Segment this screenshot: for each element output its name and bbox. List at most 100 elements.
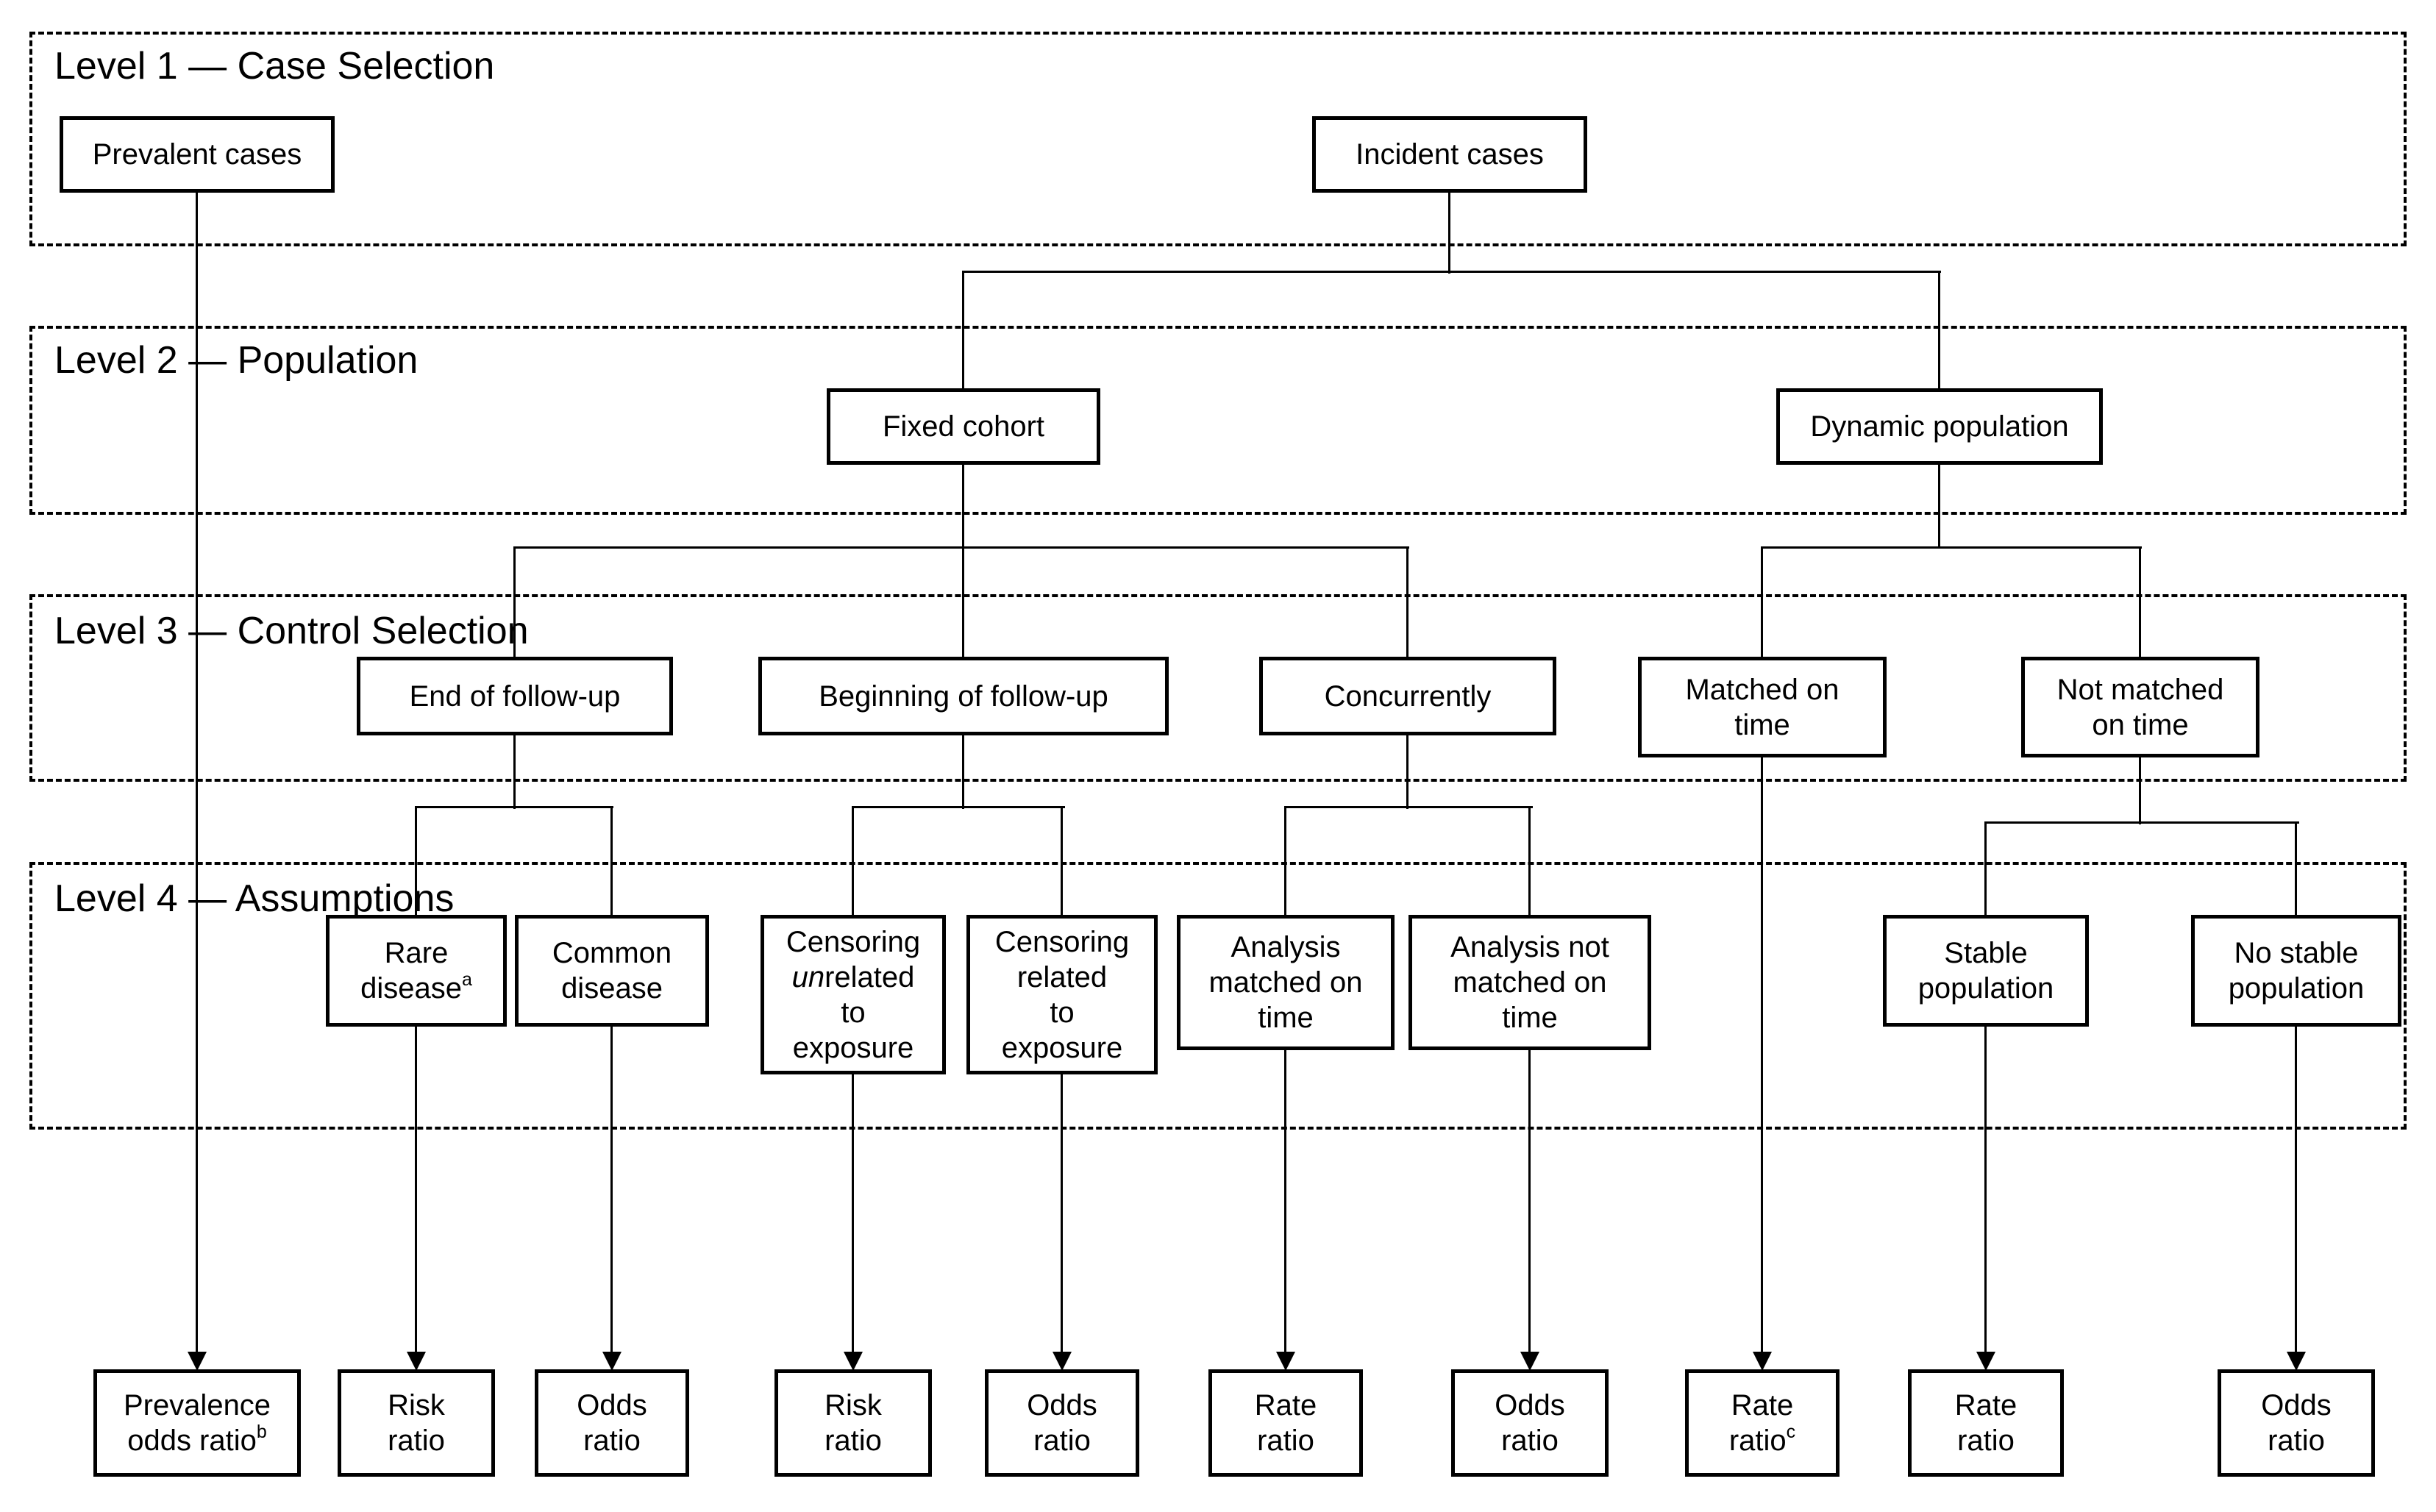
node-dynamic-population: Dynamic population: [1776, 388, 2103, 465]
superscript-b: b: [256, 1422, 267, 1442]
level1-region: [29, 32, 2407, 246]
node-label: Beginning of follow-up: [819, 680, 1108, 713]
connector-to-censoring-unrelated: [852, 807, 854, 915]
node-label: Risk: [825, 1389, 882, 1422]
node-analysis-matched: Analysis matched on time: [1177, 915, 1395, 1050]
node-label: ratio: [2268, 1424, 2325, 1457]
connector-to-no-stable-population: [2295, 823, 2297, 915]
node-label: Odds: [2261, 1389, 2332, 1422]
arrow-down-icon: [1753, 1352, 1772, 1371]
connector-to-common-disease: [610, 807, 613, 915]
arrow-down-icon: [188, 1352, 207, 1371]
connector-to-stable-population: [1984, 823, 1987, 915]
node-label: Censoring: [994, 925, 1130, 958]
connector-analysis-not-matched-to-result: [1528, 1050, 1531, 1353]
node-censoring-unrelated: Censoring unrelated to exposure: [761, 915, 946, 1074]
node-censoring-related: Censoring related to exposure: [966, 915, 1158, 1074]
node-label: Rate: [1731, 1389, 1794, 1422]
node-matched-on-time: Matched on time: [1638, 657, 1887, 757]
superscript-c: c: [1786, 1422, 1796, 1442]
node-label-text: related: [825, 960, 915, 994]
node-label: Fixed cohort: [882, 410, 1045, 443]
branch-fixed-cohort: [513, 546, 1409, 549]
node-label: to: [1050, 996, 1075, 1029]
node-label: ratio: [1257, 1424, 1314, 1457]
italic-prefix: un: [791, 960, 825, 994]
node-label: Rare: [384, 937, 449, 969]
node-rare-disease: Rare diseasea: [326, 915, 507, 1027]
node-label: Dynamic population: [1810, 410, 2069, 443]
connector-concurrently-down: [1406, 735, 1408, 809]
node-label: odds ratiob: [127, 1423, 267, 1458]
node-label: Incident cases: [1356, 138, 1544, 171]
connector-to-end-followup: [513, 548, 516, 657]
bracket-not-matched: [1984, 821, 2299, 824]
node-label: to: [841, 996, 866, 1029]
connector-no-stable-to-result: [2295, 1027, 2297, 1353]
connector-to-analysis-not-matched: [1528, 807, 1531, 915]
bracket-beginning-followup: [852, 806, 1065, 808]
connector-analysis-matched-to-result: [1284, 1050, 1286, 1353]
level4-region: [29, 862, 2407, 1130]
level2-region: [29, 326, 2407, 515]
node-label: population: [2228, 972, 2365, 1005]
node-end-of-followup: End of follow-up: [357, 657, 673, 735]
result-prevalence-odds-ratio: Prevalence odds ratiob: [93, 1369, 301, 1477]
result-rate-ratio: Rate ratio: [1908, 1369, 2064, 1477]
node-label: time: [1734, 708, 1790, 741]
node-label: Odds: [1027, 1389, 1097, 1422]
connector-to-matched: [1761, 548, 1763, 657]
connector-stable-to-result: [1984, 1027, 1987, 1353]
node-label: Rate: [1954, 1389, 2017, 1422]
result-odds-ratio: Odds ratio: [985, 1369, 1139, 1477]
connector-to-concurrently: [1406, 548, 1408, 657]
connector-to-dynamic-population: [1938, 272, 1940, 388]
connector-beginning-down: [962, 735, 964, 809]
node-label-text: ratio: [1728, 1424, 1787, 1457]
node-analysis-not-matched: Analysis not matched on time: [1408, 915, 1651, 1050]
node-label: ratio: [1033, 1424, 1091, 1457]
node-label: Not matched: [2056, 673, 2224, 706]
level2-label: Level 2 — Population: [54, 339, 419, 382]
connector-to-fixed-cohort: [962, 272, 964, 388]
result-odds-ratio: Odds ratio: [535, 1369, 689, 1477]
node-label: End of follow-up: [409, 680, 621, 713]
node-beginning-of-followup: Beginning of follow-up: [758, 657, 1169, 735]
node-label: Prevalent cases: [92, 138, 302, 171]
connector-matched-to-result: [1761, 757, 1763, 1353]
node-common-disease: Common disease: [515, 915, 709, 1027]
level3-label: Level 3 — Control Selection: [54, 610, 529, 652]
connector-to-rare-disease: [415, 807, 417, 915]
node-label: ratio: [1501, 1424, 1559, 1457]
node-label: Prevalence: [123, 1389, 271, 1422]
result-risk-ratio: Risk ratio: [338, 1369, 495, 1477]
superscript-a: a: [461, 969, 472, 990]
bracket-end-followup: [415, 806, 613, 808]
node-label: unrelated: [792, 960, 915, 995]
node-label: Stable: [1944, 937, 2028, 969]
node-label: ratioc: [1729, 1423, 1795, 1458]
node-label: Odds: [577, 1389, 647, 1422]
arrow-down-icon: [1053, 1352, 1072, 1371]
node-label: ratio: [388, 1424, 445, 1457]
connector-dynamic-down: [1938, 465, 1940, 549]
connector-to-censoring-related: [1061, 807, 1063, 915]
node-label: time: [1258, 1002, 1314, 1034]
node-label: related: [1016, 960, 1108, 994]
node-concurrently: Concurrently: [1259, 657, 1556, 735]
node-label: Analysis: [1231, 931, 1341, 963]
connector-end-followup-down: [513, 735, 516, 809]
arrow-down-icon: [844, 1352, 863, 1371]
connector-fixed-to-beginning: [962, 465, 964, 657]
node-label: Concurrently: [1324, 680, 1492, 713]
arrow-down-icon: [407, 1352, 426, 1371]
arrow-down-icon: [1520, 1352, 1539, 1371]
node-label-text: disease: [360, 972, 462, 1005]
node-label: ratio: [825, 1424, 882, 1457]
result-risk-ratio: Risk ratio: [774, 1369, 932, 1477]
level1-label: Level 1 — Case Selection: [54, 45, 495, 88]
connector-to-not-matched: [2139, 548, 2141, 657]
arrow-down-icon: [602, 1352, 622, 1371]
node-label: disease: [561, 972, 663, 1005]
node-label: ratio: [583, 1424, 641, 1457]
